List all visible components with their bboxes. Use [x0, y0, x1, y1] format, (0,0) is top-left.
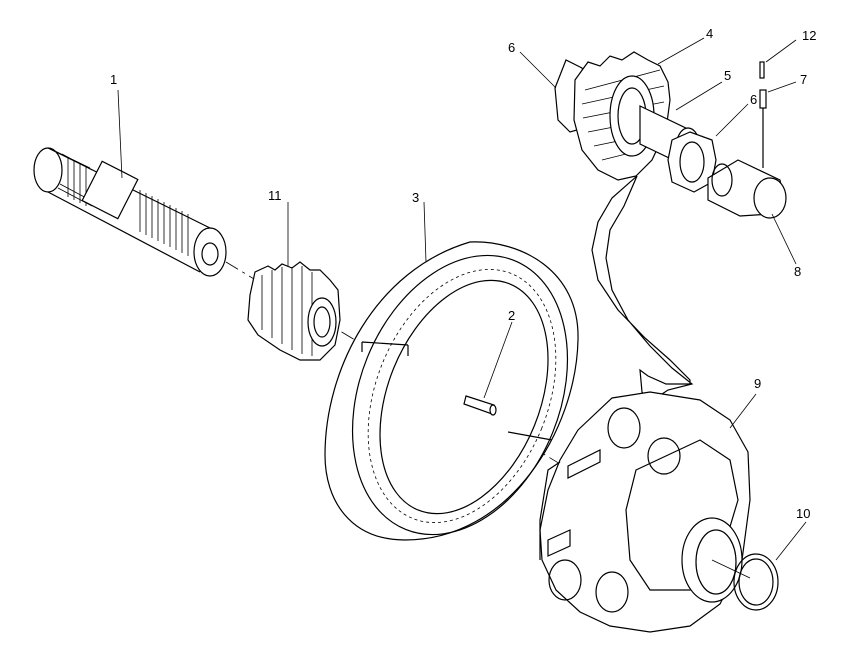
callout-6-left: 6 [508, 40, 515, 55]
callout-1: 1 [110, 72, 117, 87]
callout-6-right: 6 [750, 92, 757, 107]
assembly-arrow [591, 175, 694, 403]
part-1-splined-shaft [33, 147, 227, 277]
callout-4: 4 [706, 26, 713, 41]
callout-11: 11 [268, 188, 282, 203]
callouts: 1 2 3 4 5 6 6 6 7 8 9 10 11 12 [110, 26, 816, 521]
callout-8: 8 [794, 264, 801, 279]
part-10-snap-ring [711, 553, 779, 611]
part-2-pin [463, 395, 497, 416]
part-7-pin [759, 89, 767, 168]
callout-7: 7 [800, 72, 807, 87]
part-3-ring-gear [324, 241, 579, 541]
part-11-coupling-gear [247, 261, 341, 361]
callout-2: 2 [508, 308, 515, 323]
callout-12: 12 [802, 28, 816, 43]
part-9-planet-carrier [539, 391, 751, 633]
callout-10: 10 [796, 506, 810, 521]
callout-5: 5 [724, 68, 731, 83]
callout-3: 3 [412, 190, 419, 205]
part-12-pin [759, 61, 765, 79]
callout-9: 9 [754, 376, 761, 391]
leader-lines [117, 37, 807, 561]
part-8-planet-shaft [707, 159, 787, 219]
